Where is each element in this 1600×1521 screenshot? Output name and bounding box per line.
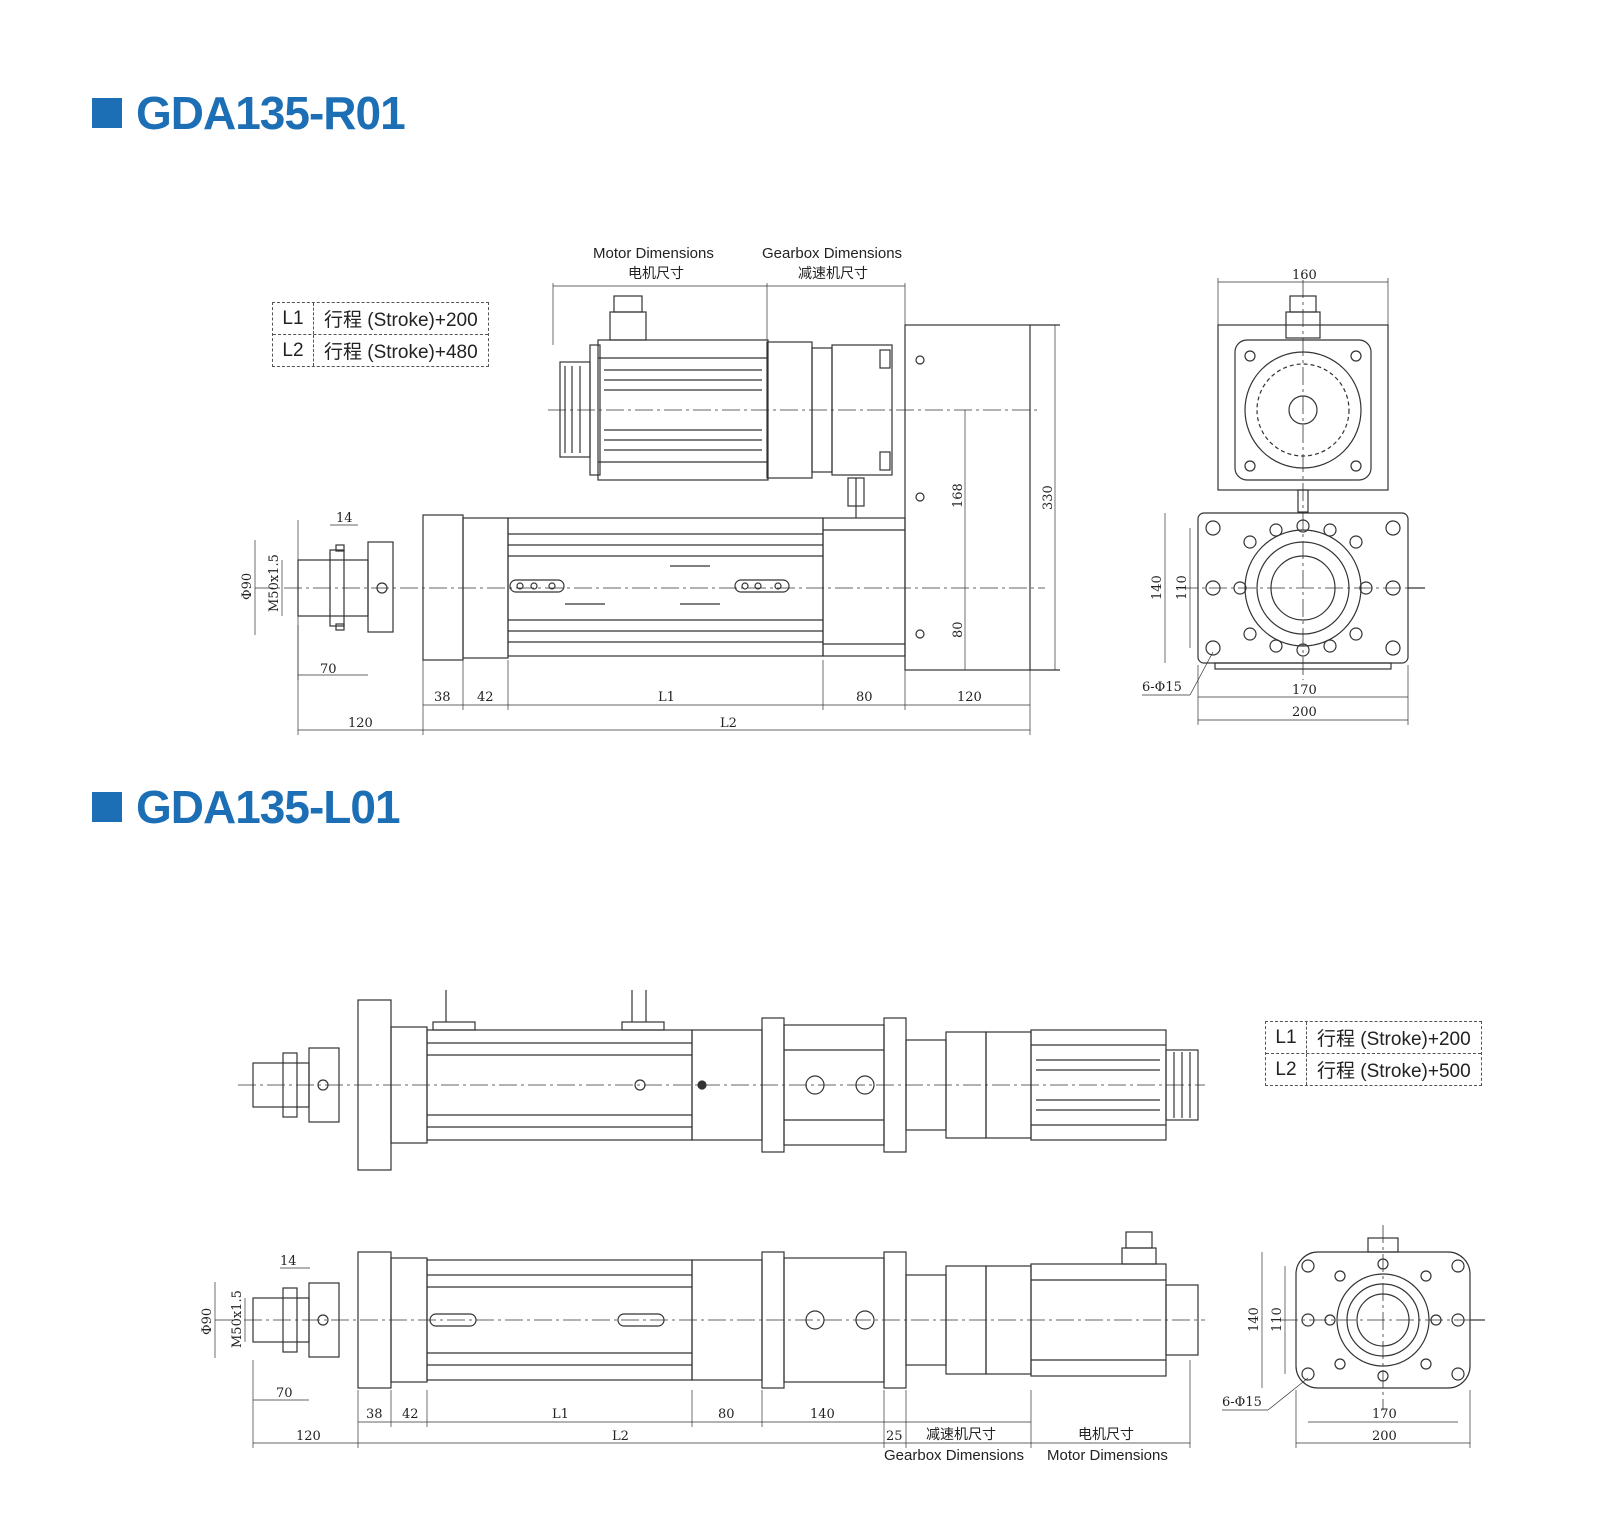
dim-L2: L2 <box>720 716 737 731</box>
dim-330: 330 <box>1041 485 1056 510</box>
dim-110: 110 <box>1270 1307 1285 1332</box>
legend-value: 行程 (Stroke)+200 <box>324 310 478 331</box>
dim-80v: 80 <box>951 621 966 638</box>
gearbox-label-en: Gearbox Dimensions <box>762 245 902 262</box>
title-square-icon <box>92 792 122 822</box>
dim-14: 14 <box>336 511 353 526</box>
dim-140: 140 <box>1247 1307 1262 1332</box>
motor-label-cn: 电机尺寸 <box>628 265 684 281</box>
l01-end-view: 140 110 6-Φ15 170 200 <box>1222 1225 1485 1448</box>
dim-L2: L2 <box>612 1429 629 1444</box>
legend-row: L2 行程 (Stroke)+480 <box>273 334 488 366</box>
title-text: GDA135-L01 <box>136 781 401 833</box>
title-square-icon <box>92 98 122 128</box>
dim-42: 42 <box>477 690 494 705</box>
dim-phi90: Φ90 <box>240 573 255 600</box>
gearbox-label-en: Gearbox Dimensions <box>884 1447 1024 1464</box>
motor-label-cn: 电机尺寸 <box>1078 1426 1134 1442</box>
dim-80: 80 <box>856 690 873 705</box>
dim-6phi15: 6-Φ15 <box>1222 1395 1262 1410</box>
legend-table-l01: L1 行程 (Stroke)+200 L2 行程 (Stroke)+500 <box>1265 1021 1482 1086</box>
dim-m50: M50x1.5 <box>230 1290 245 1348</box>
dim-38: 38 <box>434 690 451 705</box>
l01-top-view <box>238 990 1205 1171</box>
dim-25: 25 <box>886 1429 903 1444</box>
dim-L1: L1 <box>658 690 675 705</box>
dim-14: 14 <box>280 1254 297 1269</box>
motor-label-en: Motor Dimensions <box>1047 1447 1168 1464</box>
dim-140: 140 <box>1150 575 1165 600</box>
gearbox-label-cn: 减速机尺寸 <box>926 1426 996 1442</box>
dim-140: 140 <box>810 1407 835 1422</box>
dim-200: 200 <box>1372 1429 1397 1444</box>
l01-side-view: 14 70 120 38 42 L1 80 140 L2 25 Φ90 M50x… <box>200 1231 1205 1464</box>
dim-160: 160 <box>1292 268 1317 283</box>
legend-table-r01: L1 行程 (Stroke)+200 L2 行程 (Stroke)+480 <box>272 302 489 367</box>
legend-row: L2 行程 (Stroke)+500 <box>1266 1053 1481 1085</box>
dim-120: 120 <box>296 1429 321 1444</box>
legend-key: L1 <box>1266 1022 1307 1053</box>
legend-key: L1 <box>273 303 314 334</box>
legend-key: L2 <box>1266 1054 1307 1085</box>
dim-200: 200 <box>1292 705 1317 720</box>
dim-L1: L1 <box>552 1407 569 1422</box>
dim-70: 70 <box>320 662 337 677</box>
dim-168: 168 <box>951 483 966 508</box>
legend-key: L2 <box>273 335 314 366</box>
legend-value: 行程 (Stroke)+200 <box>1317 1029 1471 1050</box>
dim-80: 80 <box>718 1407 735 1422</box>
dim-110: 110 <box>1175 575 1190 600</box>
legend-value: 行程 (Stroke)+480 <box>324 342 478 363</box>
dim-70: 70 <box>276 1386 293 1401</box>
legend-value: 行程 (Stroke)+500 <box>1317 1061 1471 1082</box>
legend-row: L1 行程 (Stroke)+200 <box>273 303 488 334</box>
dim-phi90: Φ90 <box>200 1308 215 1335</box>
dim-42: 42 <box>402 1407 419 1422</box>
dim-120a: 120 <box>348 716 373 731</box>
title-text: GDA135-R01 <box>136 87 406 139</box>
legend-row: L1 行程 (Stroke)+200 <box>1266 1022 1481 1053</box>
dim-6phi15: 6-Φ15 <box>1142 680 1182 695</box>
section-title-r01: GDA135-R01 <box>92 86 406 140</box>
dim-m50: M50x1.5 <box>267 554 282 612</box>
section-title-l01: GDA135-L01 <box>92 780 401 834</box>
dim-170: 170 <box>1372 1407 1397 1422</box>
dim-120b: 120 <box>957 690 982 705</box>
r01-side-view: 14 70 120 38 42 L1 80 120 L2 Φ90 M50x1.5… <box>240 245 1060 735</box>
r01-end-view: 160 140 110 6-Φ15 170 200 <box>1142 268 1425 725</box>
dim-170: 170 <box>1292 683 1317 698</box>
motor-label-en: Motor Dimensions <box>593 245 714 262</box>
gearbox-label-cn: 减速机尺寸 <box>798 265 868 281</box>
dim-38: 38 <box>366 1407 383 1422</box>
